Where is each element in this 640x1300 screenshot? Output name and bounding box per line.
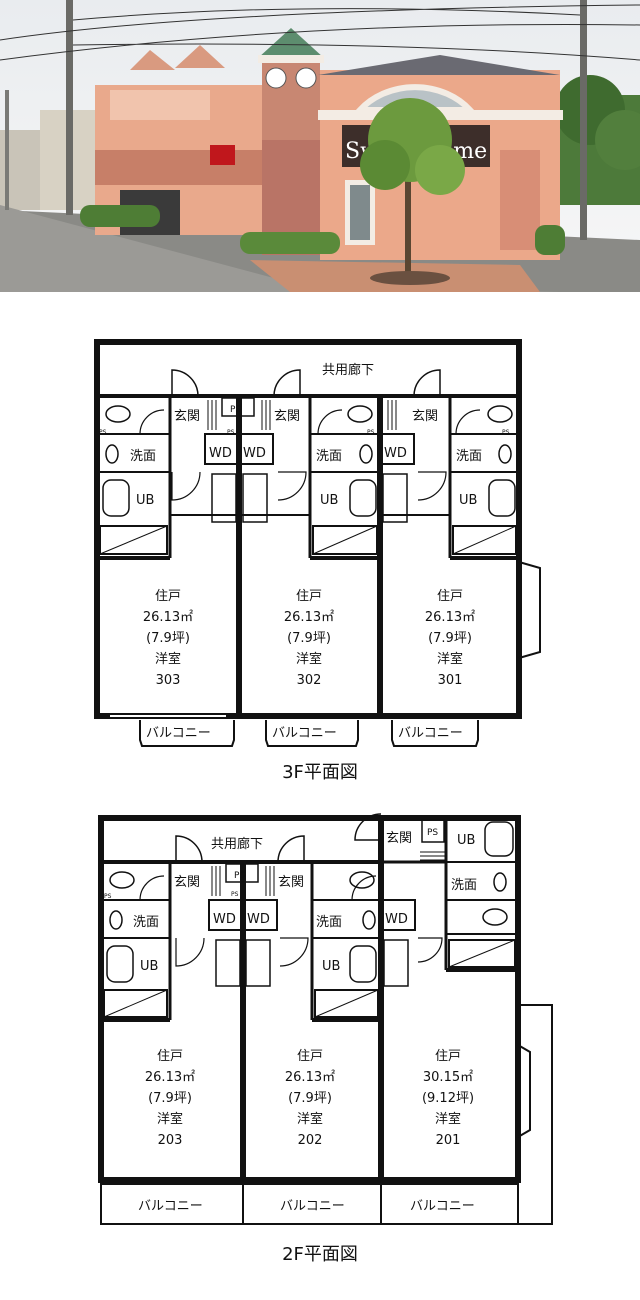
unit-type: 住戸 [435,1049,461,1064]
ps-label: PS [502,429,510,436]
unit-area: 26.13㎡ [143,610,193,625]
wd-label: WD [384,446,407,461]
unit-number: 301 [438,673,463,688]
building-photo: Sweet Home [0,0,640,292]
genkan-label: 玄関 [174,875,200,890]
ub-label: UB [457,833,475,848]
balcony-label: バルコニー [280,1199,345,1214]
unit-number: 302 [297,673,322,688]
balcony-label: バルコニー [138,1199,203,1214]
ub-label: UB [136,493,154,508]
balcony-label: バルコニー [272,726,337,741]
unit-type: 住戸 [296,589,322,604]
ps-label: PS [104,893,112,900]
unit-type: 住戸 [297,1049,323,1064]
senmen-label: 洗面 [133,915,159,930]
unit-tsubo: (7.9坪) [146,631,190,646]
floor-plan-2f: 共用廊下 玄関 玄関 玄関 PS PS PS PS 洗面 洗面 洗面 WD WD… [98,813,553,1265]
unit-302: 住戸 26.13㎡ (7.9坪) 洋室 302 [284,589,334,688]
ub-label: UB [459,493,477,508]
unit-room: 洋室 [437,651,463,667]
ps-label: PS [234,871,245,881]
unit-room: 洋室 [296,651,322,667]
ub-label: UB [320,493,338,508]
corridor-label: 共用廊下 [211,836,263,852]
balcony-label: バルコニー [410,1199,475,1214]
unit-room: 洋室 [435,1111,461,1127]
ps-label: PS [99,429,107,436]
unit-number: 203 [158,1133,183,1148]
senmen-label: 洗面 [130,449,156,464]
unit-number: 202 [298,1133,323,1148]
senmen-label: 洗面 [316,449,342,464]
unit-type: 住戸 [155,589,181,604]
unit-tsubo: (7.9坪) [287,631,331,646]
unit-202: 住戸 26.13㎡ (7.9坪) 洋室 202 [285,1049,335,1148]
unit-area: 30.15㎡ [423,1070,473,1085]
balcony-label: バルコニー [146,726,211,741]
corridor-label: 共用廊下 [322,362,374,378]
unit-room: 洋室 [155,651,181,667]
ub-label: UB [140,959,158,974]
unit-number: 303 [156,673,181,688]
ub-label: UB [322,959,340,974]
floor-title: 2F平面図 [282,1244,358,1265]
floor-title: 3F平面図 [282,762,358,783]
unit-tsubo: (7.9坪) [148,1091,192,1106]
unit-203: 住戸 26.13㎡ (7.9坪) 洋室 203 [145,1049,195,1148]
unit-area: 26.13㎡ [284,610,334,625]
wd-label: WD [243,446,266,461]
floor-plan-3f: 共用廊下 玄関 玄関 玄関 PS PS PS PS PS 洗面 洗面 洗面 WD… [94,339,541,783]
genkan-label: 玄関 [412,409,438,424]
ps-label: PS [227,429,235,436]
ps-label: PS [231,891,239,898]
genkan-label: 玄関 [274,409,300,424]
unit-area: 26.13㎡ [285,1070,335,1085]
genkan-label: 玄関 [386,831,412,846]
ps-label: PS [367,429,375,436]
unit-301: 住戸 26.13㎡ (7.9坪) 洋室 301 [425,589,475,688]
wd-label: WD [209,446,232,461]
wd-label: WD [213,912,236,927]
unit-room: 洋室 [157,1111,183,1127]
unit-room: 洋室 [297,1111,323,1127]
genkan-label: 玄関 [174,409,200,424]
unit-tsubo: (7.9坪) [288,1091,332,1106]
unit-201: 住戸 30.15㎡ (9.12坪) 洋室 201 [422,1049,474,1148]
unit-type: 住戸 [437,589,463,604]
ps-label: PS [230,405,241,415]
senmen-label: 洗面 [316,915,342,930]
unit-number: 201 [436,1133,461,1148]
wd-label: WD [385,912,408,927]
ps-label: PS [427,828,438,838]
unit-area: 26.13㎡ [145,1070,195,1085]
unit-303: 住戸 26.13㎡ (7.9坪) 洋室 303 [143,589,193,688]
senmen-label: 洗面 [451,878,477,893]
unit-tsubo: (9.12坪) [422,1091,474,1106]
balcony-label: バルコニー [398,726,463,741]
unit-area: 26.13㎡ [425,610,475,625]
unit-type: 住戸 [157,1049,183,1064]
wd-label: WD [247,912,270,927]
unit-tsubo: (7.9坪) [428,631,472,646]
genkan-label: 玄関 [278,875,304,890]
senmen-label: 洗面 [456,449,482,464]
